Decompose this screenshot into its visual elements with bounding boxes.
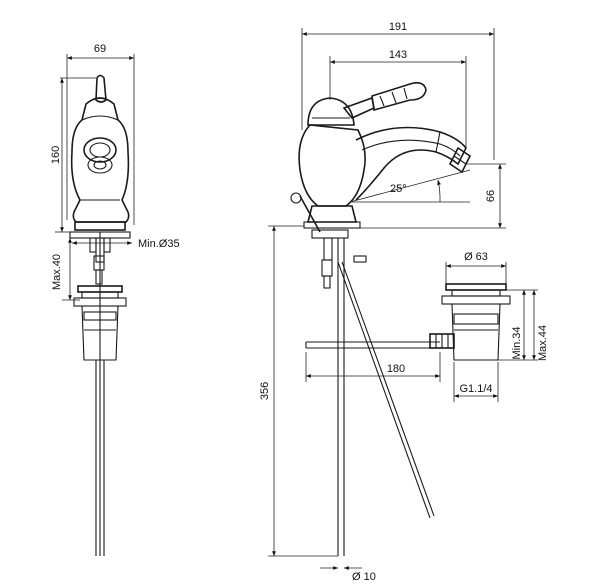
side-dimensions — [268, 28, 538, 570]
dim-front-width: 69 — [94, 43, 106, 55]
dim-max-44: Max.44 — [537, 325, 549, 361]
dim-front-height: 160 — [50, 146, 62, 164]
dim-rod-length: 180 — [387, 363, 405, 375]
dim-spout-angle: 25° — [390, 183, 407, 195]
front-view — [69, 74, 131, 556]
dim-rod-diameter: Ø 10 — [352, 571, 376, 583]
dim-max-40: Max.40 — [51, 254, 63, 290]
dim-overall-height: 356 — [259, 382, 271, 400]
dim-thread: G1.1/4 — [459, 383, 492, 395]
dim-min-34: Min.34 — [511, 326, 523, 359]
dim-spout-reach: 143 — [389, 49, 407, 61]
dim-waste-diameter: Ø 63 — [464, 251, 488, 263]
dim-min-hole: Min.Ø35 — [138, 238, 180, 250]
dim-overall-length: 191 — [389, 21, 407, 33]
front-dimensions — [55, 54, 135, 301]
side-view — [290, 82, 511, 556]
dim-spout-height: 66 — [485, 190, 497, 202]
